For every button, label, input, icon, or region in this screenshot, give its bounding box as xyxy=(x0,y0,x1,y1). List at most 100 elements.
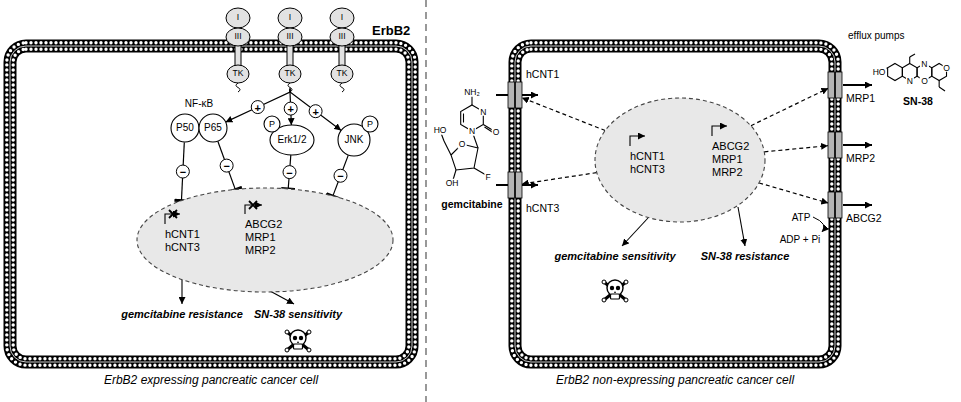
sign-label: − xyxy=(337,171,343,182)
skull-icon xyxy=(602,280,628,302)
domain-label: I xyxy=(341,13,343,23)
repression-cross xyxy=(249,201,257,209)
membrane-transporter: hCNT3 xyxy=(508,172,522,198)
cell-membrane: ErbB2 non-expressing pancreatic cancer c… xyxy=(515,46,835,362)
cofactor-label: ADP + Pi xyxy=(780,234,821,246)
receptor: IIIITK xyxy=(223,4,253,88)
sign-circle xyxy=(334,169,347,182)
atom-label: HO xyxy=(872,68,887,77)
domain-label: I xyxy=(237,13,239,23)
protein-label: Erk1/2 xyxy=(278,134,307,146)
drug-label: SN-38 xyxy=(903,95,933,107)
membrane-transporter: MRP2 xyxy=(828,132,842,158)
receptor: IIIITK xyxy=(275,4,305,88)
transporter-label: hCNT3 xyxy=(526,202,559,214)
sign-circle xyxy=(309,105,322,118)
gemcitabine-structure xyxy=(441,96,494,180)
domain-label: TK xyxy=(233,69,244,79)
atom-label: O xyxy=(492,128,501,137)
atom-label: O xyxy=(942,64,951,73)
receptor: IIIITK xyxy=(327,4,357,88)
sign-label: + xyxy=(312,106,318,117)
sign-label: − xyxy=(180,167,186,178)
atom-label: OH xyxy=(445,179,460,188)
outcome-label: SN-38 sensitivity xyxy=(254,308,342,321)
membrane-transporter-outline xyxy=(828,72,842,98)
group-label: efflux pumps xyxy=(848,30,905,42)
atom-label: F xyxy=(484,173,491,182)
membrane-transporter: hCNT1 xyxy=(508,82,522,108)
skull-icon xyxy=(285,330,311,352)
cofactor-label: ATP xyxy=(792,212,811,224)
protein-label: P xyxy=(367,119,373,129)
domain-label: III xyxy=(338,32,345,42)
membrane-transporter: MRP1 xyxy=(828,72,842,98)
membrane-transporter: ABCG2 xyxy=(828,192,842,218)
atom-label: HO xyxy=(433,126,448,135)
expression-arrow xyxy=(751,88,828,125)
sign-circle xyxy=(251,101,264,114)
protein-label: P xyxy=(269,119,275,129)
gene-list: ABCG2 MRP1 MRP2 xyxy=(712,140,749,179)
activation-arrow xyxy=(290,88,341,130)
outcome-label: gemcitabine sensitivity xyxy=(554,250,675,263)
atom-label: NH₂ xyxy=(463,88,481,97)
expression-arrow xyxy=(522,98,605,131)
protein-circle: P50 xyxy=(171,114,199,142)
domain-label: III xyxy=(234,32,241,42)
cell-caption: ErbB2 non-expressing pancreatic cancer c… xyxy=(556,374,794,388)
sign-label: − xyxy=(286,167,292,178)
atom-label: N xyxy=(920,59,928,68)
protein-label: P50 xyxy=(176,122,194,134)
protein-label: P65 xyxy=(204,122,222,134)
inhibition-line xyxy=(333,155,348,196)
expression-arrow xyxy=(764,146,828,152)
protein-label: ErbB2 xyxy=(372,24,410,39)
sign-circle xyxy=(284,102,297,115)
transporter-label: MRP1 xyxy=(846,92,875,104)
membrane-transporter-outline xyxy=(508,172,522,198)
protein-circle: P xyxy=(362,116,378,132)
expression-arrow xyxy=(522,173,597,184)
sn38-structure xyxy=(882,54,947,91)
protein-circle: P65 xyxy=(199,114,227,142)
gene-list: hCNT1 hCNT3 xyxy=(630,150,665,176)
complex-label: NF-κB xyxy=(185,98,213,110)
promoter-arrow xyxy=(630,136,645,146)
domain-label: TK xyxy=(337,69,348,79)
outcome-label: gemcitabine resistance xyxy=(121,308,243,321)
atom-label: N xyxy=(468,127,476,136)
gene-list: ABCG2 MRP1 MRP2 xyxy=(245,218,282,257)
protein-label: JNK xyxy=(345,134,364,146)
drug-label: gemcitabine xyxy=(441,198,502,210)
atom-label: N xyxy=(906,76,914,85)
sign-label: + xyxy=(255,102,261,113)
sign-circle xyxy=(283,166,296,179)
gene-list: hCNT1 hCNT3 xyxy=(165,228,200,254)
panel-divider xyxy=(425,0,426,402)
cell-caption: ErbB2 expressing pancreatic cancer cell xyxy=(104,374,318,388)
promoter-arrow xyxy=(712,126,727,136)
transporter-label: ABCG2 xyxy=(846,212,882,224)
atom-label: O xyxy=(920,76,929,85)
domain-label: TK xyxy=(285,69,296,79)
membrane-transporter-outline xyxy=(508,82,522,108)
atom-label: N xyxy=(479,107,487,116)
domain-label: I xyxy=(289,13,291,23)
inhibition-line xyxy=(218,142,235,190)
sign-circle xyxy=(176,165,189,178)
sign-circle xyxy=(220,159,233,172)
transporter-label: hCNT1 xyxy=(526,68,559,80)
nucleus: hCNT1 hCNT3 ABCG2 MRP1 MRP2 xyxy=(595,98,765,222)
transporter-label: MRP2 xyxy=(846,152,875,164)
sign-label: + xyxy=(287,104,293,115)
protein-circle: Erk1/2P xyxy=(270,125,314,155)
activation-arrow xyxy=(226,88,290,122)
repression-cross xyxy=(169,210,177,218)
sign-label: − xyxy=(223,161,229,172)
nucleus: hCNT1 hCNT3 ABCG2 MRP1 MRP2 xyxy=(137,188,393,292)
atp-hydrolysis-arrow xyxy=(813,217,824,232)
domain-label: III xyxy=(286,32,293,42)
membrane-transporter-outline xyxy=(828,192,842,218)
membrane-transporter-outline xyxy=(828,132,842,158)
